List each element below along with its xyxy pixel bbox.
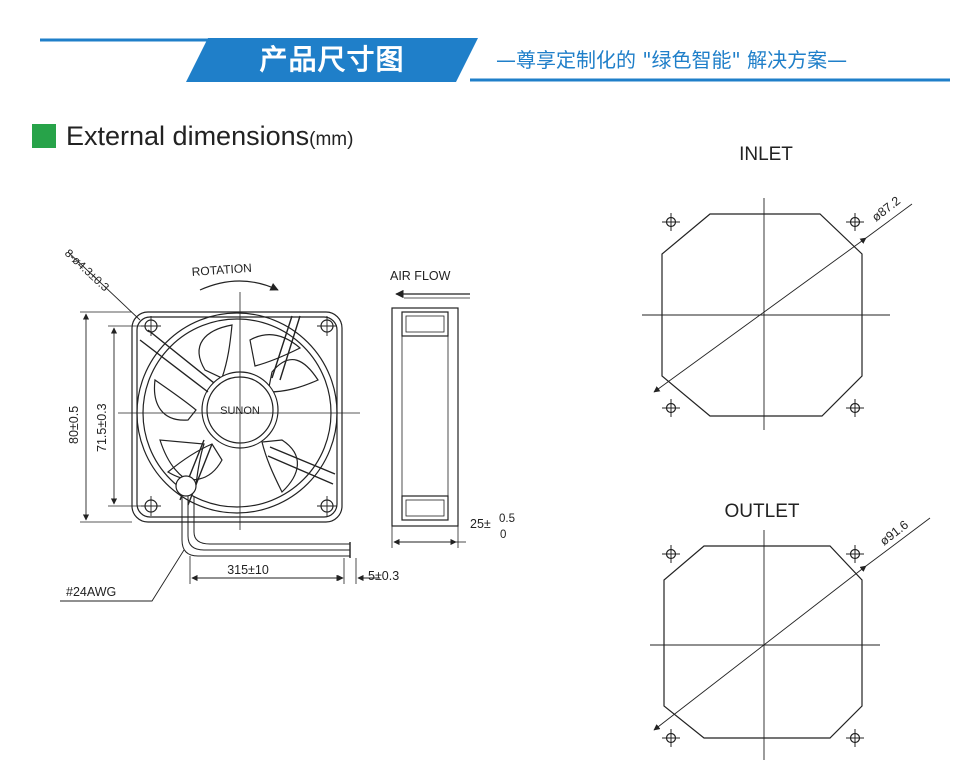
strip-length-label: 5±0.3 xyxy=(368,569,399,583)
page-subtitle: —尊享定制化的 "绿色智能" 解决方案— xyxy=(496,48,848,72)
section-title-text: External dimensions xyxy=(66,121,310,151)
rotation-arrow xyxy=(199,280,279,291)
fan-spoke xyxy=(139,329,215,393)
fan-blade xyxy=(261,439,298,493)
side-flange-bottom xyxy=(401,495,449,521)
inlet-hole xyxy=(849,402,861,414)
outlet-hole xyxy=(665,548,677,560)
height-inner-label: 71.5±0.3 xyxy=(95,403,109,452)
fan-spoke xyxy=(267,446,336,485)
section-title: External dimensions(mm) xyxy=(66,116,353,156)
fan-blade xyxy=(153,378,197,421)
height-outer-label: 80±0.5 xyxy=(67,406,81,444)
side-flange-top xyxy=(401,311,449,337)
inlet-diameter-label: ø87.2 xyxy=(869,194,903,225)
side-view xyxy=(391,289,470,548)
fan-blade xyxy=(267,359,319,393)
fan-side-profile xyxy=(391,307,459,527)
inlet-label: INLET xyxy=(739,144,793,165)
lead-length-label: 315±10 xyxy=(227,563,269,577)
depth-upper-label: 0.5 xyxy=(499,513,515,525)
inlet-hole-marks xyxy=(662,213,864,417)
outlet-outline xyxy=(663,545,863,739)
brand-label: SUNON xyxy=(220,405,260,417)
side-flange-top-inner xyxy=(405,315,445,333)
front-view xyxy=(60,251,380,602)
depth-base-label: 25± xyxy=(470,517,491,531)
section-marker xyxy=(32,124,56,148)
fan-frame-outer xyxy=(131,311,343,523)
inlet-cutout xyxy=(642,198,913,430)
fan-blade xyxy=(198,324,233,379)
inlet-hole xyxy=(665,216,677,228)
inlet-hole xyxy=(665,402,677,414)
outlet-label: OUTLET xyxy=(725,501,800,522)
page-title: 产品尺寸图 xyxy=(259,43,405,76)
fan-spoke xyxy=(271,315,301,381)
wire-gauge-label: #24AWG xyxy=(66,585,116,599)
outlet-diameter-ext xyxy=(865,517,931,567)
inlet-diameter-line xyxy=(653,237,867,393)
outlet-cutout xyxy=(650,517,931,760)
header-rule xyxy=(40,38,950,82)
hole-leader xyxy=(67,251,141,321)
outlet-hole xyxy=(849,732,861,744)
outlet-diameter-line xyxy=(653,565,867,731)
outlet-hole xyxy=(665,732,677,744)
section-unit: (mm) xyxy=(309,129,354,150)
hole-spec-label: 8-ø4.3±0.3 xyxy=(62,247,111,294)
side-flange-bottom-inner xyxy=(405,499,445,517)
inlet-hole xyxy=(849,216,861,228)
mount-hole-cross xyxy=(141,316,337,516)
fan-blade xyxy=(249,334,302,367)
outlet-diameter-label: ø91.6 xyxy=(877,518,911,549)
gauge-leader xyxy=(60,549,185,602)
outlet-hole-marks xyxy=(662,545,864,747)
rotation-label: ROTATION xyxy=(191,261,252,279)
cable-grommet xyxy=(175,475,197,497)
header-banner xyxy=(186,38,478,82)
airflow-label: AIR FLOW xyxy=(390,269,451,283)
lead-wires xyxy=(181,496,350,557)
inlet-diameter-ext xyxy=(865,203,913,239)
depth-lower-label: 0 xyxy=(500,529,506,541)
outlet-hole xyxy=(849,548,861,560)
